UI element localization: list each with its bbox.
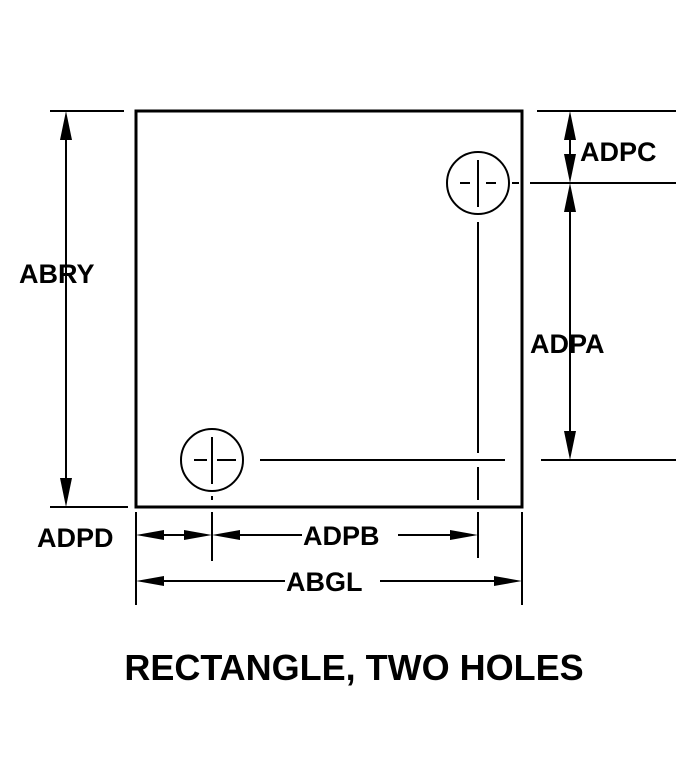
dimension-adpc-adpa bbox=[530, 110, 676, 461]
label-abry: ABRY bbox=[19, 259, 95, 289]
label-adpc: ADPC bbox=[580, 137, 657, 167]
label-abgl: ABGL bbox=[286, 567, 363, 597]
label-adpd: ADPD bbox=[37, 523, 114, 553]
label-adpb: ADPB bbox=[303, 521, 380, 551]
diagram-title: RECTANGLE, TWO HOLES bbox=[124, 647, 583, 688]
dimension-abry bbox=[50, 110, 128, 508]
plate-outline bbox=[134, 109, 524, 509]
dimension-horizontal bbox=[135, 512, 523, 605]
hole-top-right bbox=[446, 151, 519, 500]
label-adpa: ADPA bbox=[530, 329, 605, 359]
hole-bottom-left bbox=[180, 428, 505, 500]
